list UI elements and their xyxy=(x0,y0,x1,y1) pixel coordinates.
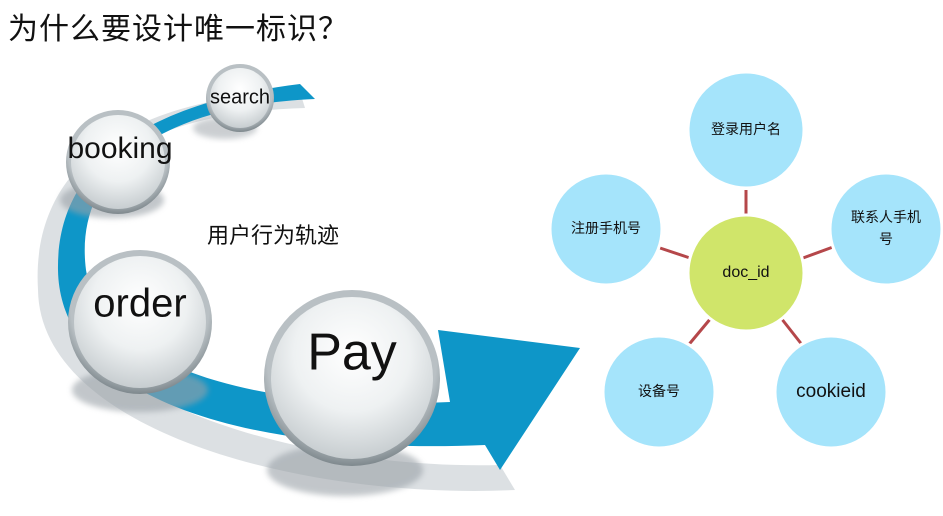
id-node-cookieid: cookieid xyxy=(773,334,889,450)
id-node-center: doc_id xyxy=(686,213,806,333)
edge-contact-phone xyxy=(802,245,834,260)
edge-device-id xyxy=(684,317,713,349)
id-node-contact-phone-label-1: 联系人手机 xyxy=(851,210,921,226)
slide-title: 为什么要设计唯一标识？ xyxy=(8,12,349,47)
step-order: order xyxy=(68,250,212,394)
id-node-login-name-label: 登录用户名 xyxy=(711,121,781,138)
step-order-label: order xyxy=(93,282,186,326)
step-booking-label: booking xyxy=(67,132,172,165)
id-node-reg-phone-label: 注册手机号 xyxy=(571,221,641,237)
flow-caption: 用户行为轨迹 xyxy=(207,224,340,249)
id-node-login-name: 登录用户名 xyxy=(686,70,806,190)
id-node-cookieid-label: cookieid xyxy=(796,381,866,402)
step-search: search xyxy=(206,64,274,132)
edge-reg-phone xyxy=(659,246,691,260)
id-node-center-label: doc_id xyxy=(722,264,769,281)
id-node-device-id: 设备号 xyxy=(601,334,717,450)
id-node-contact-phone-label-2: 号 xyxy=(879,232,893,248)
step-booking: booking xyxy=(66,110,173,214)
step-pay: Pay xyxy=(264,290,440,466)
id-graph-edges xyxy=(659,190,834,349)
step-search-label: search xyxy=(210,86,270,108)
id-node-reg-phone: 注册手机号 xyxy=(548,171,664,287)
id-node-device-id-label: 设备号 xyxy=(638,383,680,400)
id-node-contact-phone: 联系人手机 号 xyxy=(828,171,943,287)
step-pay-label: Pay xyxy=(307,324,397,382)
edge-cookieid xyxy=(779,317,805,347)
